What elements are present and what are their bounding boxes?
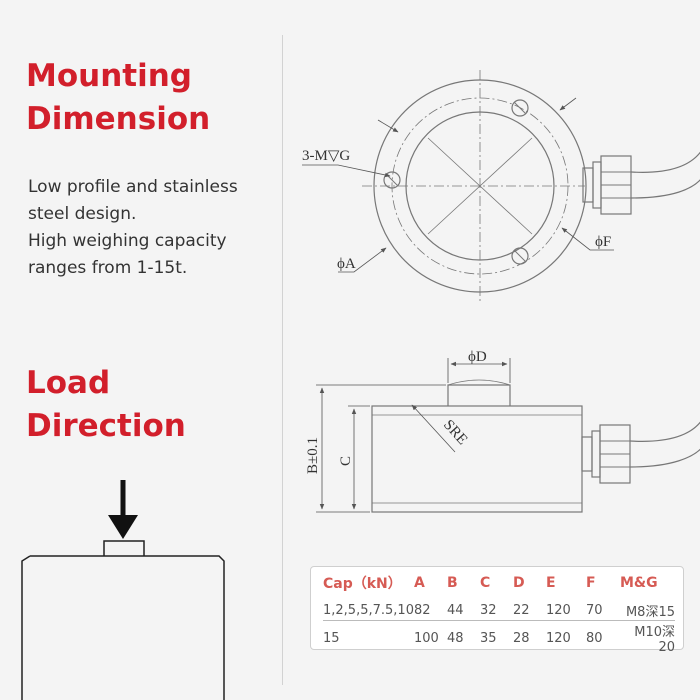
mounting-hole (383, 171, 401, 189)
diameter-a-label: ϕA (337, 256, 356, 272)
column-header: A (413, 575, 425, 591)
height-b-label: B±0.1 (305, 437, 321, 474)
down-arrow-icon (108, 515, 138, 539)
diameter-a-leader (338, 247, 387, 273)
mounting-hole (511, 247, 529, 265)
thread-label: 3-M▽G (302, 148, 350, 164)
thread-leader (302, 164, 391, 178)
table-cell: 70 (585, 601, 620, 621)
table-cell: 82 (413, 601, 447, 621)
table-cell: M10深20 (634, 625, 675, 655)
product-description: Low profile and stainless steel design. … (28, 174, 278, 282)
table-cell: 22 (512, 601, 546, 621)
table-cell: 100 (413, 630, 439, 646)
load-direction-illustration (21, 480, 225, 700)
diameter-d-label: ϕD (468, 349, 487, 365)
load-button (103, 540, 145, 556)
sphere-radius-label: SRE (440, 417, 470, 448)
cable (629, 448, 700, 468)
height-c-label: C (338, 456, 354, 466)
table-cell: 15 (323, 630, 340, 646)
diameter-f-label: ϕF (595, 234, 611, 250)
connector-ring (591, 430, 601, 478)
top-button (447, 384, 511, 406)
body-outline (371, 405, 583, 513)
table-row: 1,2,5,5,7.5,10 82 44 32 22 120 70 M8深15 (323, 601, 675, 621)
description-line: steel design. (28, 204, 137, 224)
side-view-drawing (316, 358, 700, 513)
cable (630, 151, 700, 173)
heading-line-2: Direction (26, 408, 186, 444)
table-cell: 120 (545, 630, 571, 646)
mounting-hole (511, 99, 529, 117)
vertical-divider (282, 35, 283, 685)
column-header: F (585, 575, 596, 591)
table-cell: 35 (479, 630, 497, 646)
cable (629, 421, 700, 442)
spec-table: Cap（kN） A B C D E F M&G 1,2,5,5,7.5,10 8… (323, 573, 675, 655)
description-line: ranges from 1-15t. (28, 258, 188, 278)
table-cell: M8深15 (619, 601, 675, 621)
heading-line-1: Mounting (26, 58, 192, 94)
table-cell: 48 (446, 630, 464, 646)
load-cell-body (21, 555, 225, 700)
diagonal-line (427, 137, 533, 235)
cable (630, 179, 700, 199)
table-cell: 28 (512, 630, 530, 646)
connector-base (581, 436, 593, 472)
table-header-row: Cap（kN） A B C D E F M&G (323, 573, 675, 601)
heading-line-1: Load (26, 365, 111, 401)
table-cell: 32 (479, 601, 513, 621)
description-line: High weighing capacity (28, 231, 227, 251)
column-header: E (545, 575, 556, 591)
table-row: 15 100 48 35 28 120 80 M10深20 (323, 621, 675, 655)
column-header: D (512, 575, 525, 591)
column-header: C (479, 575, 491, 591)
sphere-radius-leader (411, 404, 456, 453)
connector-ring (592, 161, 602, 209)
connector-base (582, 167, 594, 203)
hole-mark (513, 249, 527, 263)
load-direction-heading: Load Direction (26, 362, 186, 448)
table-cell: 44 (446, 601, 480, 621)
spec-table-card: Cap（kN） A B C D E F M&G 1,2,5,5,7.5,10 8… (310, 566, 684, 655)
hole-mark (513, 101, 527, 115)
heading-line-2: Dimension (26, 101, 211, 137)
table-cell: 1,2,5,5,7.5,10 (323, 601, 414, 621)
table-cell: 120 (545, 601, 586, 621)
table-cell: 80 (585, 630, 603, 646)
column-header: B (446, 575, 458, 591)
top-view-drawing (302, 70, 700, 302)
diameter-f-leader (561, 227, 614, 251)
description-line: Low profile and stainless (28, 177, 238, 197)
diameter-a-arrow (559, 97, 577, 111)
column-header: M&G (619, 575, 658, 591)
diameter-a-arrow (377, 119, 399, 133)
column-header: Cap（kN） (323, 576, 402, 592)
mounting-dimension-heading: Mounting Dimension (26, 55, 210, 141)
spherical-top (447, 379, 511, 386)
